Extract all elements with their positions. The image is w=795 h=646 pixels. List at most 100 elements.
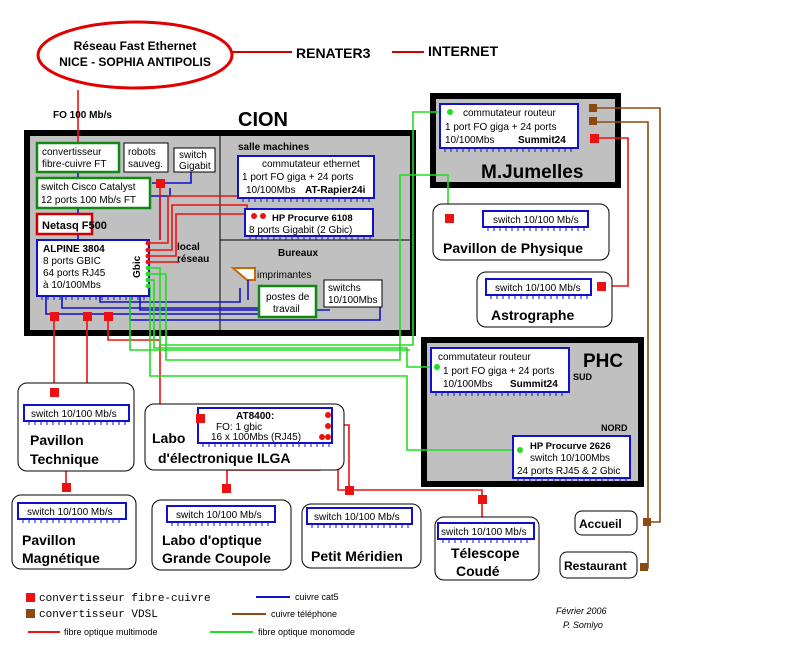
site-meridien-name: Petit Méridien	[311, 548, 403, 564]
convertisseur-ft-box	[35, 141, 121, 174]
site-optique-name2: Grande Coupole	[162, 550, 271, 566]
legend-conv-vdsl-swatch	[26, 609, 35, 618]
site-technique-name2: Technique	[30, 451, 99, 467]
site-magnetique-name1: Pavillon	[22, 532, 76, 548]
site-optique-name1: Labo d'optique	[162, 532, 262, 548]
site-accueil	[574, 510, 638, 536]
switch-gigabit-line2: Gigabit	[179, 161, 211, 172]
ilga-name-label: d'électronique ILGA	[158, 450, 290, 466]
ilga-at-label: AT8400:	[236, 411, 274, 422]
robots-box	[123, 142, 169, 173]
legend-multimode: fibre optique multimode	[64, 627, 158, 637]
network-name-line2: NICE - SOPHIA ANTIPOLIS	[59, 55, 211, 69]
switch-physique-label: switch 10/100 Mb/s	[493, 215, 579, 226]
mjumelles-line3a: 10/100Mbs	[445, 135, 494, 146]
switch-optique	[166, 505, 276, 523]
alpine-line4: à 10/100Mbs	[43, 280, 101, 291]
robots-line1: robots	[128, 147, 156, 158]
footer-author: P. Somlyo	[563, 620, 603, 630]
site-telescope-name1: Télescope	[451, 545, 520, 561]
switch-optique-label: switch 10/100 Mb/s	[176, 510, 262, 521]
legend-monomode: fibre optique monomode	[258, 627, 355, 637]
fiber-copper-converters	[50, 134, 606, 504]
convertisseur-ft-line2: fibre-cuivre FT	[42, 159, 106, 170]
switch-gigabit-box	[173, 147, 216, 173]
cion-title: CION	[238, 109, 288, 131]
reseau-label: réseau	[177, 254, 209, 265]
legend-conv-vdsl: convertisseur VDSL	[39, 609, 158, 621]
alpine-switch-box	[36, 239, 150, 297]
cisco-line1: switch Cisco Catalyst	[41, 182, 136, 193]
switch-ilga	[197, 407, 333, 444]
switch-gigabit-line1: switch	[179, 150, 207, 161]
internet-label: INTERNET	[428, 43, 498, 59]
switch-telescope-label: switch 10/100 Mb/s	[441, 527, 527, 538]
postes-line2: travail	[273, 304, 300, 315]
site-restaurant	[559, 551, 638, 579]
legend-conv-fc: convertisseur fibre-cuivre	[39, 593, 211, 605]
printer-icon	[230, 267, 256, 300]
switchs-line1: switchs	[328, 283, 361, 294]
switch-meridien-label: switch 10/100 Mb/s	[314, 512, 400, 523]
phc-hp-line1: HP Procurve 2626	[530, 441, 611, 452]
switch-magnetique-label: switch 10/100 Mb/s	[27, 507, 113, 518]
switch-technique-label: switch 10/100 Mb/s	[31, 409, 117, 420]
postes-line1: postes de	[266, 292, 310, 303]
legend-telephone: cuivre téléphone	[271, 609, 337, 619]
mjumelles-summit-box	[439, 103, 579, 149]
phc-line3b: Summit24	[510, 379, 558, 390]
hp6108-line1: HP Procurve 6108	[272, 213, 353, 224]
ilga-labo-label: Labo	[152, 430, 185, 446]
phc-sud-label: SUD	[573, 372, 593, 382]
site-accueil-name: Accueil	[579, 517, 622, 531]
phc-line2: 1 port FO giga + 24 ports	[443, 366, 554, 377]
site-astrographe-name: Astrographe	[491, 307, 574, 323]
mjumelles-title: M.Jumelles	[481, 162, 583, 183]
alpine-line3: 64 ports RJ45	[43, 268, 106, 279]
phc-nord-label: NORD	[601, 423, 628, 433]
switch-magnetique	[17, 502, 127, 520]
netasq-label: Netasq F500	[42, 220, 107, 232]
allied-line3a: 10/100Mbs	[246, 185, 295, 196]
allied-line2: 1 port FO giga + 24 ports	[242, 172, 353, 183]
alpine-line2: 8 ports GBIC	[43, 256, 101, 267]
phc-hp-line2: switch 10/100Mbs	[530, 453, 610, 464]
site-magnetique-name2: Magnétique	[22, 550, 100, 566]
hp6108-box	[244, 208, 374, 237]
vdsl-converters	[589, 104, 651, 571]
alpine-line1: ALPINE 3804	[43, 244, 105, 255]
mjumelles-line3b: Summit24	[518, 135, 566, 146]
switchs-line2: 10/100Mbs	[328, 295, 377, 306]
imprimantes-label: imprimantes	[257, 270, 311, 281]
allied-switch-box	[237, 155, 375, 199]
site-physique-name: Pavillon de Physique	[443, 240, 583, 256]
salle-machines-label: salle machines	[238, 142, 310, 153]
legend-cat5: cuivre cat5	[295, 592, 339, 602]
switchs-box	[323, 279, 383, 308]
bureaux-label: Bureaux	[278, 248, 318, 259]
site-restaurant-name: Restaurant	[564, 559, 627, 573]
netasq-box	[35, 212, 94, 236]
gbic-label: Gbic	[132, 255, 143, 278]
cisco-switch-box	[35, 176, 152, 210]
allied-line1: commutateur ethernet	[262, 159, 360, 170]
hp6108-line2: 8 ports Gigabit (2 Gbic)	[249, 225, 352, 236]
phc-hp-line3: 24 ports RJ45 & 2 Gbic	[517, 466, 620, 477]
mjumelles-line2: 1 port FO giga + 24 ports	[445, 122, 556, 133]
renater-label: RENATER3	[296, 45, 371, 61]
switch-astrographe-label: switch 10/100 Mb/s	[495, 283, 581, 294]
phc-title: PHC	[583, 351, 623, 372]
switch-port-ticks	[22, 148, 627, 543]
mjumelles-line1: commutateur routeur	[463, 108, 556, 119]
fo-link-label: FO 100 Mb/s	[53, 110, 112, 121]
phc-line1: commutateur routeur	[438, 352, 531, 363]
site-technique-name1: Pavillon	[30, 432, 84, 448]
allied-line3b: AT-Rapier24i	[305, 185, 366, 196]
phc-hp2626-box	[512, 435, 631, 479]
ilga-ports-label: 16 x 100Mbs (RJ45)	[211, 432, 301, 443]
legend-conv-fc-swatch	[26, 593, 35, 602]
network-name-line1: Réseau Fast Ethernet	[74, 39, 197, 53]
ilga-fo-label: FO: 1 gbic	[216, 422, 262, 433]
port-dots	[145, 109, 523, 453]
